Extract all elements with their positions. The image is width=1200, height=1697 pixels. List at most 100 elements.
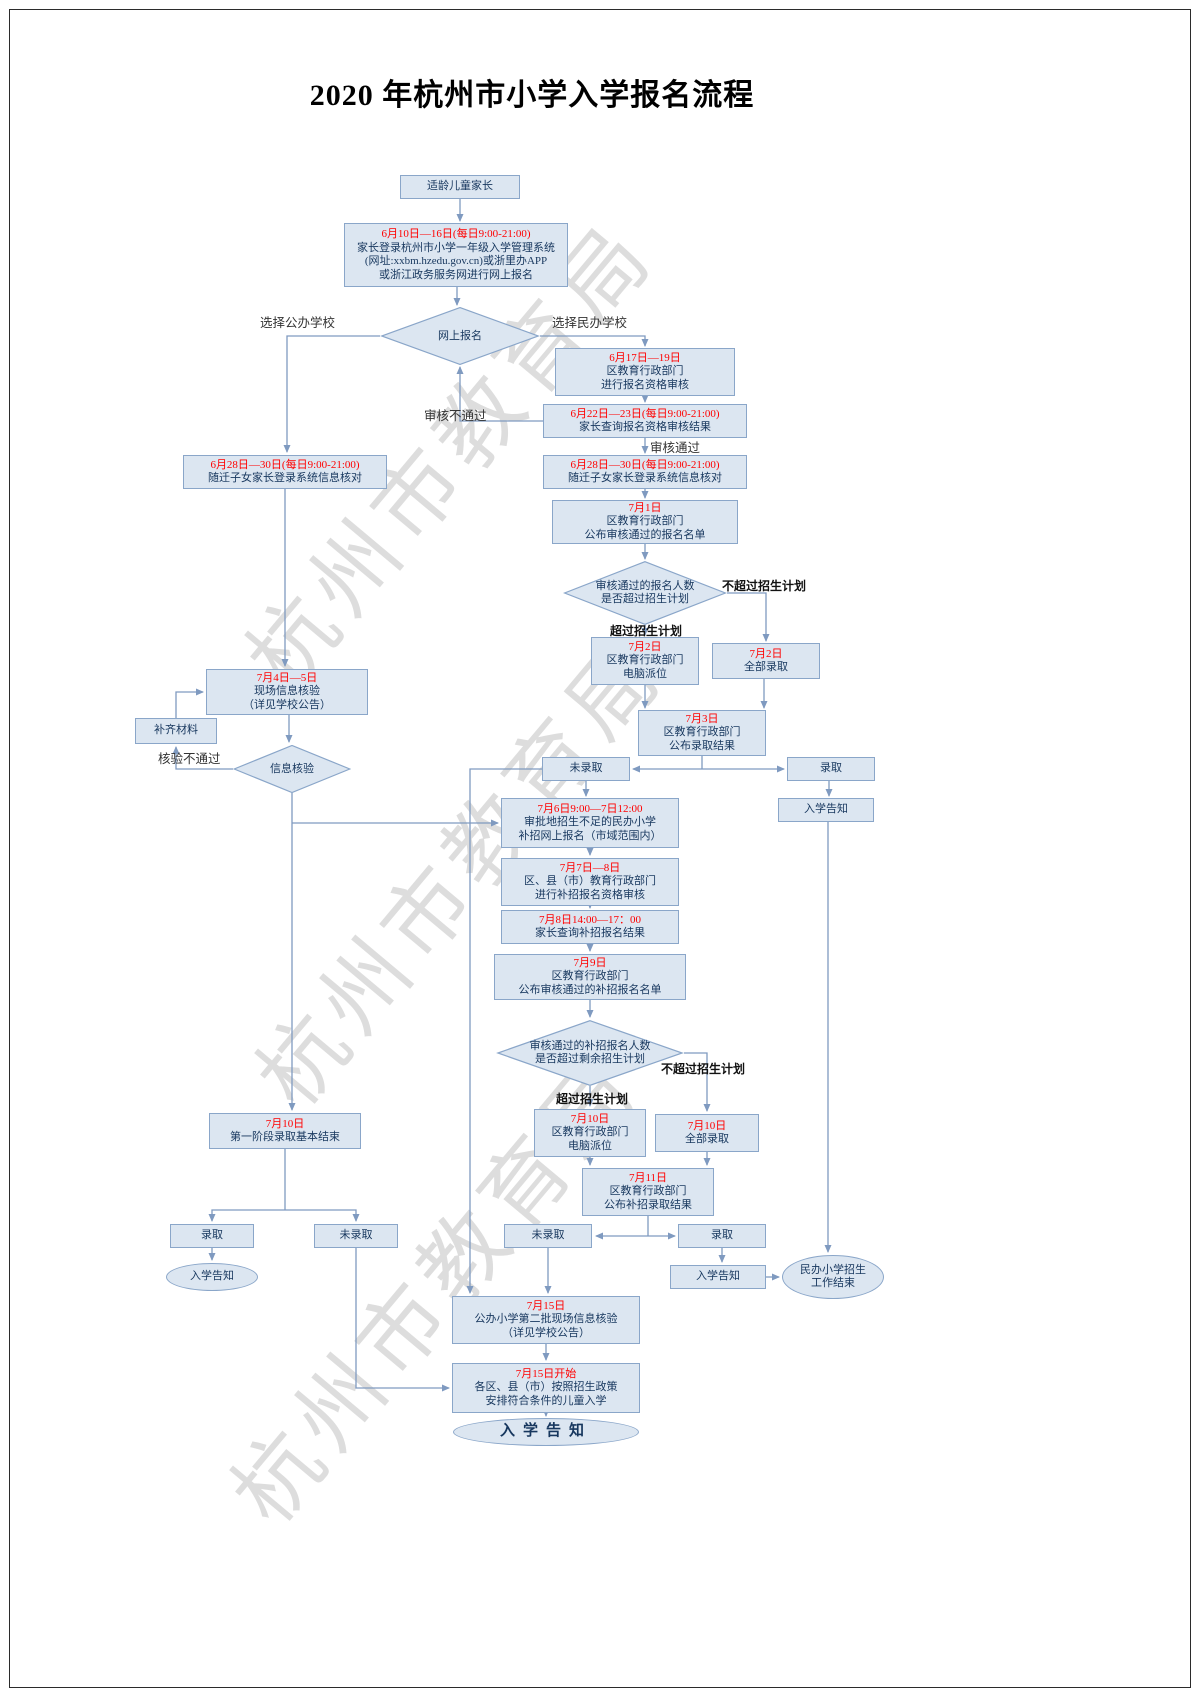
date-text: 6月28日—30日(每日9:00-21:00) — [570, 458, 720, 471]
node-enrollment-notice-1: 入学告知 — [778, 798, 874, 822]
text-line: 信息核验 — [270, 762, 314, 775]
label-review-pass: 审核通过 — [650, 441, 701, 455]
text-line: 进行补招报名资格审核 — [535, 888, 645, 901]
node-check-supplementary-result: 7月8日14:00—17：00 家长查询补招报名结果 — [501, 910, 679, 944]
text-line: 区教育行政部门 — [606, 515, 684, 528]
date-text: 7月9日 — [573, 956, 607, 969]
node-supplementary-qualification-review: 7月7日—8日 区、县（市）教育行政部门 进行补招报名资格审核 — [501, 858, 679, 906]
node-not-admitted-3: 未录取 — [314, 1224, 398, 1248]
text-line: 审批地招生不足的民办小学 — [524, 816, 656, 829]
date-text: 7月4日—5日 — [256, 671, 318, 684]
diamond-shape — [233, 745, 351, 793]
node-publish-admission-result-jul3: 7月3日 区教育行政部门 公布录取结果 — [638, 710, 766, 756]
date-text: 7月10日 — [570, 1112, 610, 1125]
text-line: 未录取 — [531, 1229, 565, 1242]
text-line: 入学告知 — [804, 803, 848, 816]
text-line: 随迁子女家长登录系统信息核对 — [208, 472, 362, 484]
text-line: 录取 — [711, 1229, 733, 1242]
label-over-plan-2: 超过招生计划 — [556, 1092, 629, 1106]
text-line: 区教育行政部门 — [551, 1126, 629, 1139]
text-line: 家长查询补招报名结果 — [535, 927, 645, 939]
date-text: 7月6日9:00—7日12:00 — [537, 802, 643, 815]
node-migrant-children-info-check-private: 6月28日—30日(每日9:00-21:00) 随迁子女家长登录系统信息核对 — [543, 455, 747, 489]
label-review-fail: 审核不通过 — [424, 409, 487, 423]
diamond-shape — [496, 1020, 684, 1086]
text-line: 适龄儿童家长 — [427, 180, 493, 193]
text-line: （详见学校公告） — [502, 1326, 590, 1339]
text-line: 入学告知 — [190, 1270, 234, 1283]
text-line: 未录取 — [569, 762, 603, 775]
node-first-stage-finished: 7月10日 第一阶段录取基本结束 — [209, 1113, 361, 1149]
text-line: 全部录取 — [744, 661, 788, 673]
node-admitted-2: 录取 — [678, 1224, 766, 1248]
text-line: 审核通过的报名人数 — [595, 580, 695, 592]
connector-lines — [172, 199, 833, 1417]
text-line: 是否超过剩余招生计划 — [535, 1053, 645, 1065]
label-not-over-plan-1: 不超过招生计划 — [722, 579, 807, 593]
node-migrant-children-info-check-public: 6月28日—30日(每日9:00-21:00) 随迁子女家长登录系统信息核对 — [183, 455, 387, 489]
text-line: 进行报名资格审核 — [601, 378, 689, 391]
label-not-over-plan-2: 不超过招生计划 — [661, 1062, 746, 1076]
node-onsite-info-verification: 7月4日—5日 现场信息核验 （详见学校公告） — [206, 669, 368, 715]
node-admitted-3: 录取 — [170, 1224, 254, 1248]
date-text: 7月2日 — [749, 647, 783, 660]
node-admitted-1: 录取 — [787, 757, 875, 781]
decision-online-registration: 网上报名 — [380, 307, 540, 365]
diamond-shape — [380, 307, 540, 365]
label-choose-public: 选择公办学校 — [260, 316, 336, 330]
text-line: 区教育行政部门 — [606, 365, 684, 378]
text-line: 公布录取结果 — [669, 739, 735, 752]
node-enrollment-notice-3: 入学告知 — [166, 1263, 258, 1291]
node-admit-all-jul2: 7月2日 全部录取 — [712, 643, 820, 679]
date-text: 6月17日—19日 — [609, 351, 681, 364]
node-supplement-materials: 补齐材料 — [135, 718, 217, 744]
decision-applicants-exceed-plan: 审核通过的报名人数 是否超过招生计划 — [563, 561, 727, 625]
text-line: 审核通过的补招报名人数 — [529, 1040, 651, 1052]
node-publish-supplementary-admission-result: 7月11日 区教育行政部门 公布补招录取结果 — [582, 1168, 714, 1216]
text-line: 入学告知 — [499, 1423, 592, 1440]
text-line: 家长登录杭州市小学一年级入学管理系统 — [357, 241, 555, 254]
text-line: 网上报名 — [438, 329, 482, 342]
label-verify-fail: 核验不通过 — [158, 752, 221, 766]
label-choose-private: 选择民办学校 — [552, 316, 628, 330]
text-line: 全部录取 — [685, 1133, 729, 1145]
node-publish-approved-list: 7月1日 区教育行政部门 公布审核通过的报名名单 — [552, 500, 738, 544]
date-text: 6月22日—23日(每日9:00-21:00) — [570, 407, 720, 420]
date-text: 7月15日开始 — [515, 1367, 577, 1380]
date-text: 6月28日—30日(每日9:00-21:00) — [210, 458, 360, 471]
text-line: 或浙江政务服务网进行网上报名 — [379, 268, 533, 281]
date-text: 7月11日 — [628, 1171, 668, 1184]
text-line: 电脑派位 — [568, 1139, 612, 1152]
node-arrange-enrollment-by-policy: 7月15日开始 各区、县（市）按照招生政策 安排符合条件的儿童入学 — [452, 1363, 640, 1413]
decision-text: 网上报名 — [438, 330, 482, 343]
node-supplementary-online-registration: 7月6日9:00—7日12:00 审批地招生不足的民办小学 补招网上报名（市域范… — [501, 798, 679, 848]
text-line: 录取 — [820, 762, 842, 775]
text-line: 补齐材料 — [154, 724, 198, 737]
decision-text: 信息核验 — [270, 763, 314, 776]
text-line: 民办小学招生 — [800, 1263, 866, 1276]
text-line: 区教育行政部门 — [609, 1185, 687, 1198]
text-line: 区、县（市）教育行政部门 — [524, 875, 656, 888]
text-line: 区教育行政部门 — [606, 654, 684, 667]
text-line: 安排符合条件的儿童入学 — [485, 1394, 607, 1407]
node-computer-lottery-jul2: 7月2日 区教育行政部门 电脑派位 — [591, 637, 699, 685]
date-text: 7月10日 — [687, 1119, 727, 1132]
label-over-plan-1: 超过招生计划 — [610, 624, 683, 638]
text-line: （详见学校公告） — [243, 698, 331, 711]
date-text: 6月10日—16日(每日9:00-21:00) — [381, 228, 531, 240]
date-text: 7月3日 — [685, 712, 719, 725]
node-publish-approved-supplementary-list: 7月9日 区教育行政部门 公布审核通过的补招报名名单 — [494, 954, 686, 1000]
node-admit-all-jul10: 7月10日 全部录取 — [655, 1114, 759, 1152]
node-private-enrollment-finished: 民办小学招生 工作结束 — [782, 1255, 884, 1299]
node-not-admitted-2: 未录取 — [504, 1224, 592, 1248]
node-online-registration-info: 6月10日—16日(每日9:00-21:00) 家长登录杭州市小学一年级入学管理… — [344, 223, 568, 287]
text-line: 随迁子女家长登录系统信息核对 — [568, 472, 722, 484]
text-line: 第一阶段录取基本结束 — [230, 1131, 340, 1143]
page-title: 2020 年杭州市小学入学报名流程 — [309, 79, 755, 112]
decision-info-verification: 信息核验 — [233, 745, 351, 793]
text-line: 公布补招录取结果 — [604, 1198, 692, 1211]
text-line: 各区、县（市）按照招生政策 — [474, 1381, 618, 1394]
text-line: 公布审核通过的报名名单 — [584, 528, 706, 541]
